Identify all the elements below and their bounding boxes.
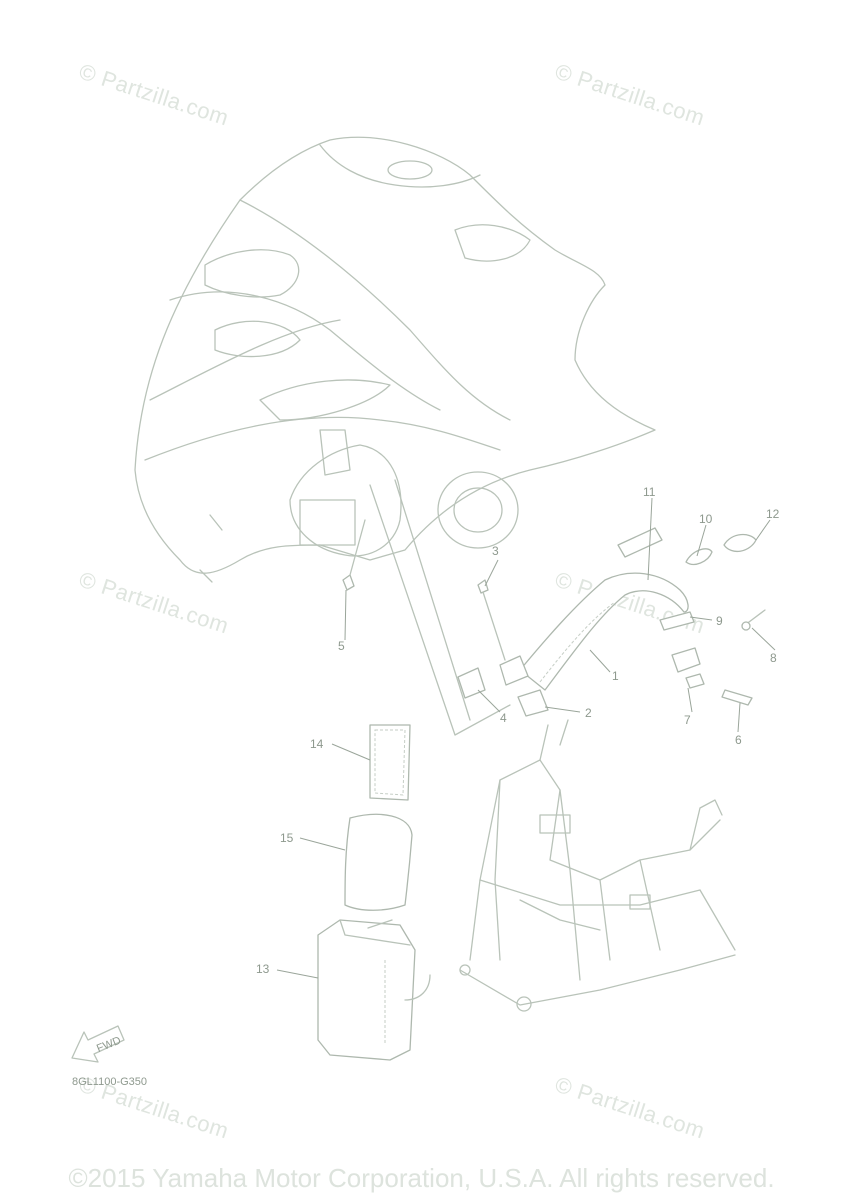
callout-11: 11 [643,485,656,499]
hood-body-illustration [134,136,656,583]
callout-2: 2 [585,706,592,720]
callout-14: 14 [310,737,324,751]
guide-line [394,479,471,721]
callout-labels: 1 2 3 4 5 6 7 8 9 10 11 12 13 14 15 [256,485,780,976]
leader-lines [276,497,776,979]
support-bracket-part [519,572,689,691]
pad-part [617,527,663,558]
screw-part [477,579,506,661]
callout-9: 9 [716,614,723,628]
callout-4: 4 [500,711,507,725]
guide-line [369,484,511,736]
callout-1: 1 [612,669,619,683]
copyright-notice: ©2015 Yamaha Motor Corporation, U.S.A. A… [68,1163,775,1193]
callout-8: 8 [770,651,777,665]
callout-3: 3 [492,544,499,558]
fastener-parts [659,609,766,706]
screw-part [342,519,366,591]
box-part [317,919,431,1061]
diagram-code: 8GL1100-G350 [72,1076,147,1088]
grommet-part [723,533,757,553]
fwd-arrow-icon: FWD [71,1025,125,1063]
callout-13: 13 [256,962,270,976]
panel-part [369,724,411,801]
callout-12: 12 [766,507,780,521]
grommet-part [685,548,713,566]
callout-6: 6 [735,733,742,747]
fwd-label: FWD [95,1035,123,1056]
callout-7: 7 [684,713,691,727]
frame-structure [459,719,736,1012]
callout-10: 10 [699,512,713,526]
cover-part [344,813,413,911]
callout-5: 5 [338,639,345,653]
callout-15: 15 [280,831,294,845]
